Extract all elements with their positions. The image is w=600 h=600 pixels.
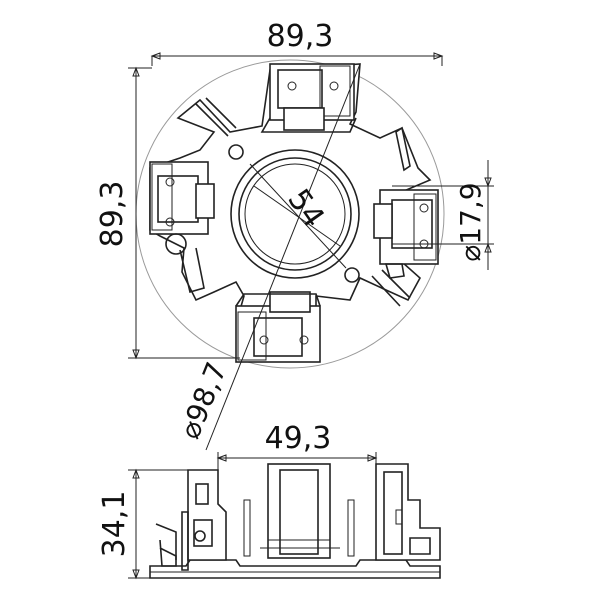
brush-holder-left	[149, 161, 215, 293]
dim-width: 89,3	[267, 19, 334, 54]
center-ring-inner	[244, 163, 346, 265]
dimension-lines	[128, 52, 494, 451]
hole-lower-right	[344, 267, 360, 283]
brush-holder-bottom	[235, 291, 321, 363]
base-plate	[149, 63, 432, 311]
side-holder-left	[155, 469, 227, 571]
side-holder-right	[375, 463, 441, 561]
brush-holder-right	[373, 126, 439, 279]
brush-holder-top	[260, 63, 357, 133]
dim-depth: 34,1	[97, 491, 132, 558]
slot-lower-right	[371, 269, 411, 307]
side-dimension-lines	[128, 452, 378, 580]
side-holder-center	[243, 463, 355, 559]
dim-span: 49,3	[265, 421, 332, 456]
side-view	[128, 452, 441, 580]
dim-outer: ⌀98,7	[173, 358, 233, 444]
slot-upper-left	[195, 97, 237, 137]
dim-bore: ⌀17,9	[454, 182, 487, 261]
dim-height: 89,3	[95, 181, 130, 248]
top-view	[128, 52, 494, 451]
hole-upper-left	[228, 144, 244, 160]
center-ring-mid	[238, 157, 352, 271]
side-base	[149, 559, 441, 579]
center-ring-outer	[230, 149, 360, 279]
